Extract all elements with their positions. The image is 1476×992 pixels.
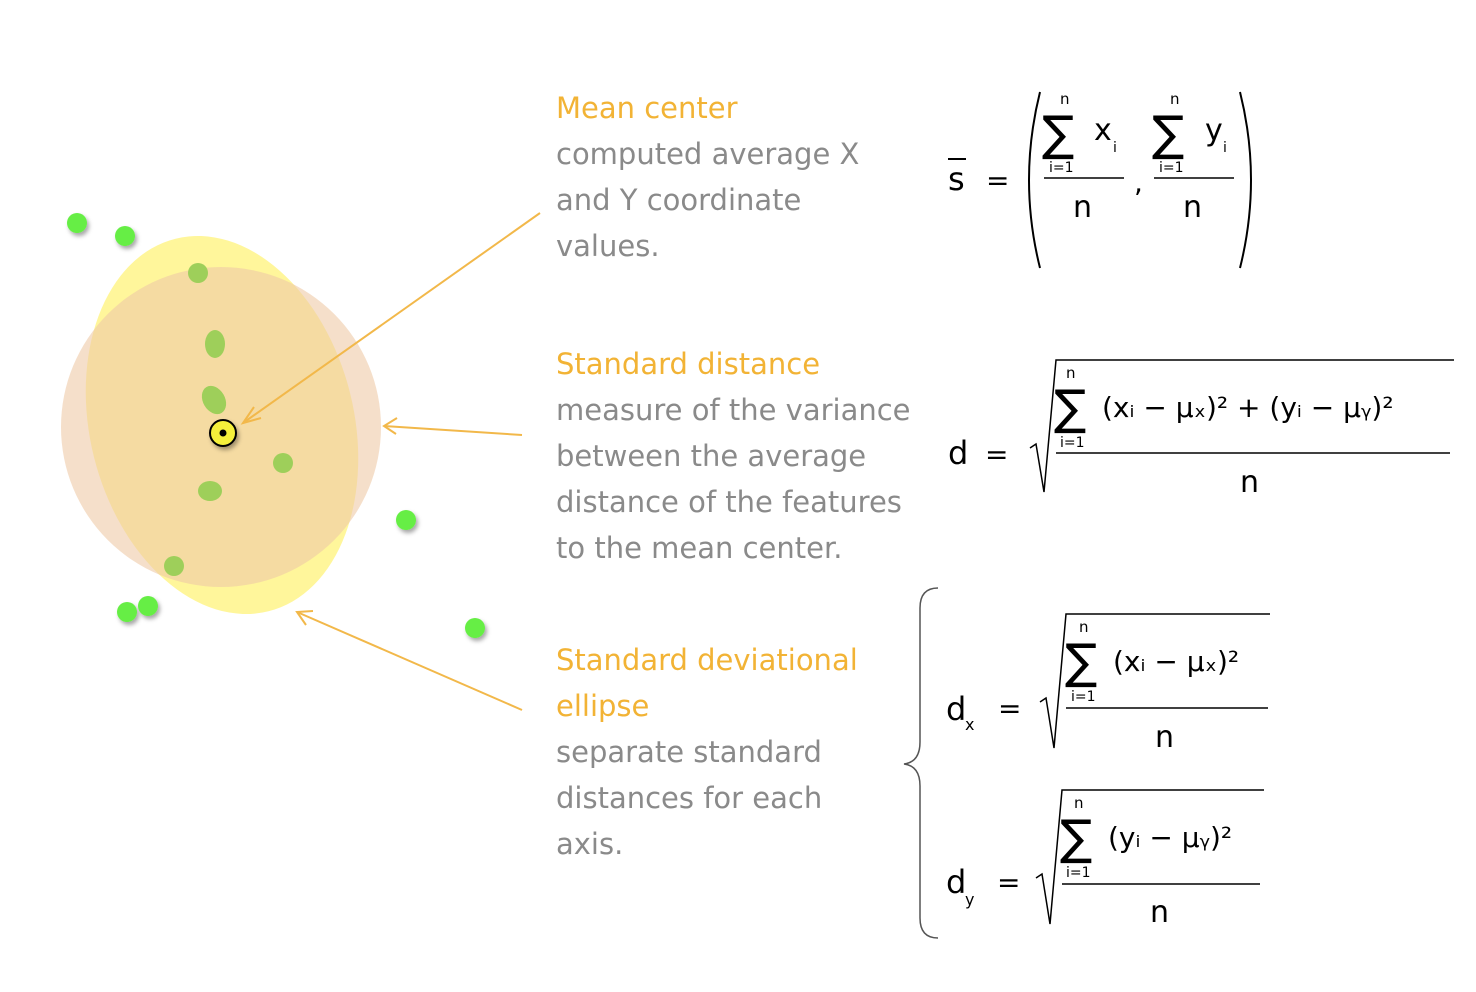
- mean-center-block: Mean center computed average X and Y coo…: [556, 85, 859, 269]
- sigma-icon: ∑: [1054, 380, 1086, 436]
- mean-center-arrow: [240, 212, 541, 425]
- formula-lhs: s: [948, 160, 965, 198]
- feature-point: [117, 602, 137, 622]
- denominator: n: [1240, 465, 1259, 500]
- standard-distance-line: distance of the features: [556, 485, 902, 519]
- mean-center-title: Mean center: [556, 91, 738, 125]
- right-paren: [1239, 91, 1252, 269]
- mean-center-marker: [209, 419, 237, 447]
- sde-title-line: Standard deviational: [556, 643, 858, 677]
- standard-distance-block: Standard distance measure of the varianc…: [556, 341, 911, 571]
- equals-sign: =: [986, 164, 1009, 197]
- equals-sign: =: [997, 866, 1020, 899]
- mean-center-line: values.: [556, 229, 660, 263]
- subscript: i: [1113, 140, 1117, 156]
- radical-sign: [1029, 359, 1454, 493]
- feature-point: [198, 481, 222, 501]
- mean-center-line: computed average X: [556, 137, 860, 171]
- sde-title-line: ellipse: [556, 689, 650, 723]
- radical-sign: [1039, 613, 1270, 749]
- sum-bottom: i=1: [1049, 160, 1074, 176]
- subscript: i: [1223, 140, 1227, 156]
- feature-point: [188, 263, 208, 283]
- denominator: n: [1150, 895, 1169, 930]
- var-y: y: [1205, 113, 1223, 148]
- formula-lhs: d: [946, 863, 966, 901]
- sigma-icon: ∑: [1065, 634, 1097, 690]
- numerator: (yᵢ − μᵧ)²: [1108, 821, 1232, 854]
- var-x: x: [1094, 113, 1112, 148]
- standard-distance-line: to the mean center.: [556, 531, 843, 565]
- sde-line: separate standard: [556, 735, 822, 769]
- lhs-subscript: y: [965, 890, 974, 909]
- feature-point: [67, 213, 87, 233]
- standard-distance-title: Standard distance: [556, 347, 821, 381]
- sde-line: axis.: [556, 827, 624, 861]
- sum-top: n: [1066, 364, 1076, 382]
- standard-distance-formula: d = n ∑ i=1 (xᵢ − μₓ)² + (yᵢ − μᵧ)² n: [948, 359, 1454, 500]
- sum-bottom: i=1: [1060, 435, 1085, 451]
- feature-point: [205, 330, 225, 358]
- lhs-subscript: x: [965, 715, 974, 734]
- feature-point: [273, 453, 293, 473]
- dy-formula: d y = n ∑ i=1 (yᵢ − μᵧ)² n: [946, 789, 1264, 930]
- sde-line: distances for each: [556, 781, 823, 815]
- arrows: [240, 212, 541, 711]
- radical-sign: [1035, 789, 1264, 925]
- sum-top: n: [1170, 90, 1180, 108]
- feature-points: [67, 213, 485, 638]
- sde-arrow: [295, 610, 523, 711]
- standard-distance-line: measure of the variance: [556, 393, 911, 427]
- mean-center-formula: s = n ∑ i=1 x i n , n ∑ i=1 y i n: [948, 90, 1252, 269]
- standard-distance-arrow: [382, 417, 523, 436]
- denominator: n: [1155, 720, 1174, 755]
- denominator: n: [1073, 190, 1092, 225]
- dx-formula: d x = n ∑ i=1 (xᵢ − μₓ)² n: [946, 613, 1270, 755]
- sum-top: n: [1060, 90, 1070, 108]
- sum-top: n: [1079, 618, 1089, 636]
- formula-lhs: d: [948, 434, 968, 472]
- comma: ,: [1134, 166, 1143, 199]
- feature-point: [201, 385, 227, 415]
- sde-block: Standard deviational ellipse separate st…: [556, 637, 858, 867]
- sigma-icon: ∑: [1152, 106, 1184, 162]
- sum-bottom: i=1: [1071, 689, 1096, 705]
- feature-point: [115, 226, 135, 246]
- sum-bottom: i=1: [1066, 865, 1091, 881]
- feature-point: [138, 596, 158, 616]
- sum-top: n: [1074, 794, 1084, 812]
- denominator: n: [1183, 190, 1202, 225]
- sum-bottom: i=1: [1159, 160, 1184, 176]
- feature-point: [164, 556, 184, 576]
- mean-center-line: and Y coordinate: [556, 183, 802, 217]
- brace: [903, 587, 939, 939]
- standard-distance-line: between the average: [556, 439, 867, 473]
- formula-lhs: d: [946, 690, 966, 728]
- numerator: (xᵢ − μₓ)²: [1113, 645, 1239, 678]
- feature-point: [465, 618, 485, 638]
- sigma-icon: ∑: [1042, 106, 1074, 162]
- equals-sign: =: [985, 438, 1008, 471]
- numerator: (xᵢ − μₓ)² + (yᵢ − μᵧ)²: [1102, 391, 1394, 424]
- left-paren: [1028, 91, 1041, 269]
- feature-point: [396, 510, 416, 530]
- sigma-icon: ∑: [1060, 810, 1092, 866]
- equals-sign: =: [998, 692, 1021, 725]
